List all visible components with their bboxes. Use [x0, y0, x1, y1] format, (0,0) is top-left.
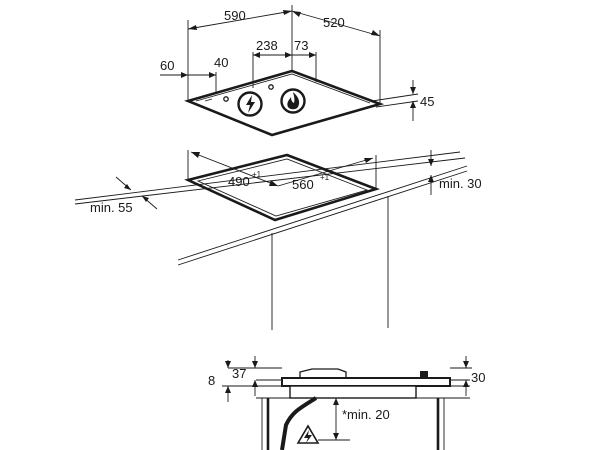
knob-section [420, 371, 428, 378]
dim-label-cutout-width-tol: +1 [320, 173, 330, 182]
gas-flame-icon [280, 88, 306, 114]
dim-label-burner-gap: 238 [256, 38, 278, 53]
dim-label-front-left: 60 [160, 58, 174, 73]
dim-label-cutout-depth: 490 [228, 174, 250, 189]
dim-label-height: 45 [420, 94, 434, 109]
side-section-view: *min. 20 37 8 30 [208, 356, 485, 450]
hob-section-body [289, 385, 417, 399]
dim-line-490 [190, 151, 279, 187]
countertop-back-edge-2 [74, 157, 466, 205]
dim-label-cutout-depth-tol: +1 [252, 170, 262, 179]
hob-top-view: 590 520 238 73 60 40 45 [160, 5, 434, 137]
knob-1 [223, 96, 229, 102]
dim-label-width: 590 [224, 8, 246, 23]
dim-label-side-min: min. 55 [90, 200, 133, 215]
dim-label-clearance: *min. 20 [342, 407, 390, 422]
burner-section [299, 368, 347, 378]
dim-label-left-total: 8 [208, 373, 215, 388]
knob-2 [268, 84, 274, 90]
dim-label-rear-min: min. 30 [439, 176, 482, 191]
hob-plate-inner-edge [195, 73, 371, 104]
dim-label-burner-offset: 73 [294, 38, 308, 53]
dim-label-front-offset: 40 [214, 55, 228, 70]
cutout-view: 490 +1 560 +1 min. 30 min. 55 [74, 150, 482, 330]
dim-line-560 [277, 157, 374, 187]
countertop-front-edge-2 [177, 170, 468, 266]
dim-line-520 [291, 10, 381, 37]
dim-label-left-top: 37 [232, 366, 246, 381]
countertop-back-edge [74, 151, 461, 201]
hob-section-plate [281, 377, 451, 387]
electric-warning-icon [296, 424, 320, 444]
ext-line-height-bottom [375, 100, 419, 108]
dim-label-depth: 520 [323, 15, 345, 30]
supply-cable [280, 396, 318, 450]
dim-line-590 [187, 10, 293, 30]
cutout-inner [196, 158, 369, 217]
ext-line-height-top [371, 93, 419, 102]
dim-label-cutout-width: 560 [292, 177, 314, 192]
countertop-front-edge [177, 165, 468, 261]
dim-label-right-height: 30 [471, 370, 485, 385]
electric-bolt-icon [237, 91, 263, 117]
